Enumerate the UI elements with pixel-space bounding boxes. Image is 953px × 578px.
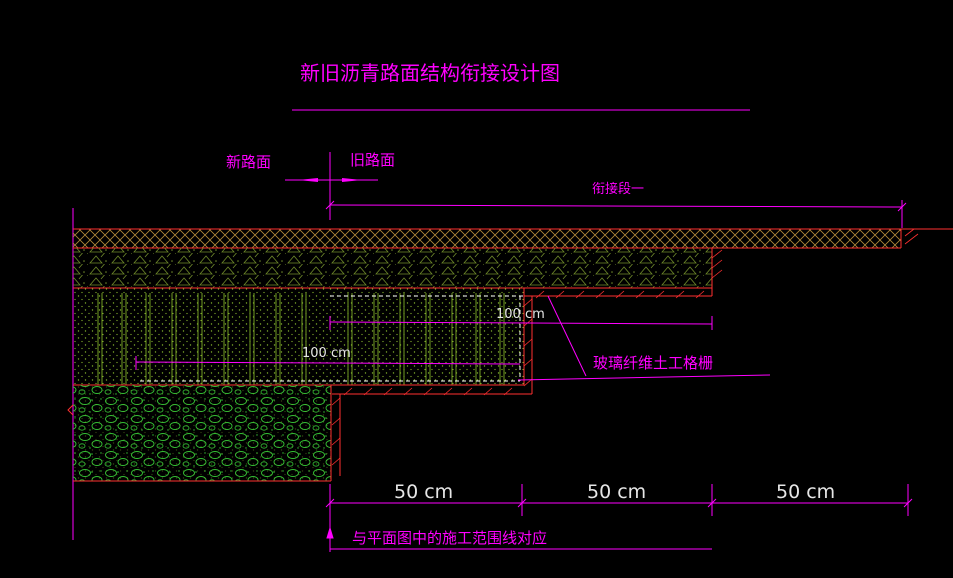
transition-label: 衔接段一 [592,181,644,197]
transition-dimension-line [325,200,907,228]
subbase-gravel-fines [73,385,331,481]
dim-50cm-1-label: 50 cm [394,481,453,503]
geogrid-leader [517,295,771,381]
dim-100cm-lower [135,356,521,370]
construction-limit-leader [326,516,712,552]
dim-50cm-3-label: 50 cm [776,481,835,503]
surface-course-layer [73,229,901,248]
new-road-label: 新路面 [226,153,271,171]
dim-100cm-upper-label: 100 cm [496,307,545,322]
dim-50cm-2-label: 50 cm [587,481,646,503]
drawing-title: 新旧沥青路面结构衔接设计图 [300,61,560,85]
dim-100cm-upper [329,316,713,330]
base-course-layer [73,288,524,385]
dim-50cm-chain [325,484,913,516]
old-subbase-hatch-edge [331,397,341,466]
base-course-verticals [97,293,505,385]
construction-limit-note: 与平面图中的施工范围线对应 [352,529,547,547]
old-middle-hatch-edge [535,290,705,299]
new-old-arrow-marker [285,152,378,220]
old-surface-hatch-edge [711,228,919,279]
dim-100cm-lower-label: 100 cm [302,346,351,361]
old-road-label: 旧路面 [350,151,395,169]
middle-course-layer [73,248,712,288]
geogrid-dashed-lines [140,295,524,382]
geogrid-label: 玻璃纤维土工格栅 [593,354,713,372]
break-marker [67,404,74,416]
